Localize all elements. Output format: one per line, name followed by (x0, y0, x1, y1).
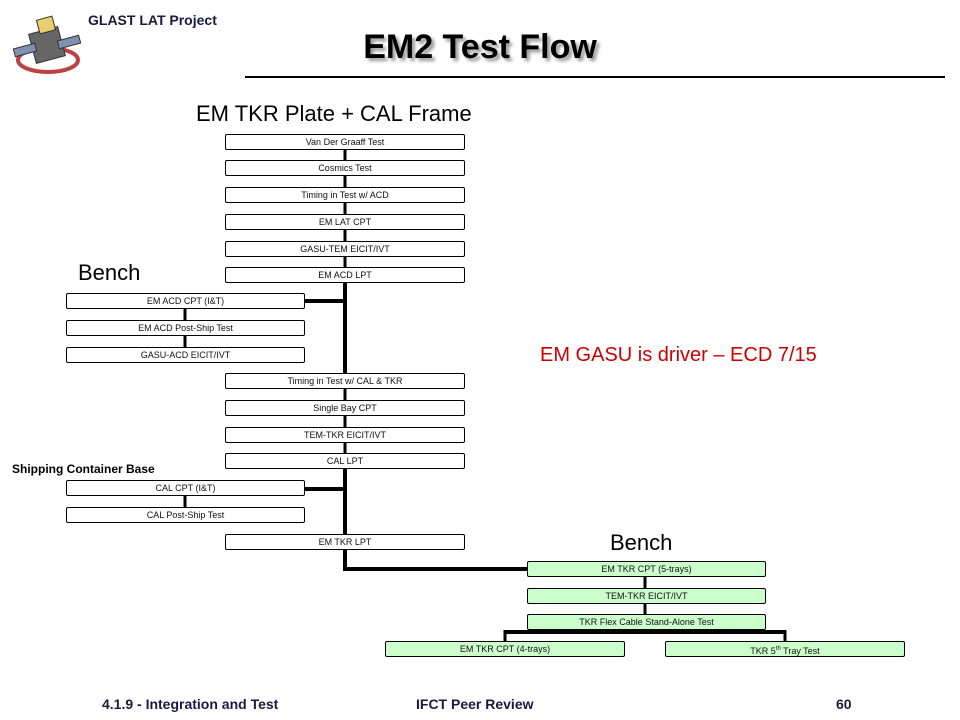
flow-step-timing-acd: Timing in Test w/ ACD (225, 187, 465, 203)
tray-test-superscript: th (775, 646, 781, 652)
bench-label-tkr: Bench (610, 530, 673, 555)
flow-step-em-acd-cpt: EM ACD CPT (I&T) (66, 293, 305, 309)
flow-step-tkr-5th-tray: TKR 5th Tray Test (665, 641, 905, 657)
footer-page-number: 60 (836, 696, 852, 712)
flow-step-tkr-flex-cable: TKR Flex Cable Stand-Alone Test (527, 614, 766, 630)
shipping-container-label: Shipping Container Base (12, 462, 155, 476)
flow-step-em-tkr-cpt-4: EM TKR CPT (4-trays) (385, 641, 625, 657)
flow-step-gasu-acd: GASU-ACD EICIT/IVT (66, 347, 305, 363)
flow-step-timing-cal-tkr: Timing in Test w/ CAL & TKR (225, 373, 465, 389)
flow-step-em-lat-cpt: EM LAT CPT (225, 214, 465, 230)
flow-step-tem-tkr: TEM-TKR EICIT/IVT (225, 427, 465, 443)
flow-step-tem-tkr-bench: TEM-TKR EICIT/IVT (527, 588, 766, 604)
flow-step-cal-lpt: CAL LPT (225, 453, 465, 469)
project-name: GLAST LAT Project (88, 12, 217, 28)
slide-title: EM2 Test Flow (363, 28, 597, 66)
glast-logo (12, 15, 82, 74)
bench-label-acd: Bench (78, 260, 141, 285)
flow-step-em-acd-lpt: EM ACD LPT (225, 267, 465, 283)
flow-step-cal-post-ship: CAL Post-Ship Test (66, 507, 305, 523)
flow-step-em-acd-post-ship: EM ACD Post-Ship Test (66, 320, 305, 336)
flow-step-cal-cpt: CAL CPT (I&T) (66, 480, 305, 496)
flow-step-em-tkr-lpt: EM TKR LPT (225, 534, 465, 550)
plate-section-title: EM TKR Plate + CAL Frame (196, 101, 472, 126)
tray-test-suffix: Tray Test (780, 646, 820, 656)
flow-step-em-tkr-cpt-5: EM TKR CPT (5-trays) (527, 561, 766, 577)
footer-review: IFCT Peer Review (416, 696, 534, 712)
flow-step-cosmics: Cosmics Test (225, 160, 465, 176)
driver-note: EM GASU is driver – ECD 7/15 (540, 344, 817, 366)
flow-step-van-der-graaff: Van Der Graaff Test (225, 134, 465, 150)
flow-step-gasu-tem: GASU-TEM EICIT/IVT (225, 241, 465, 257)
tray-test-prefix: TKR 5 (750, 646, 776, 656)
footer-section: 4.1.9 - Integration and Test (102, 696, 279, 712)
title-rule (245, 76, 945, 78)
flow-step-single-bay-cpt: Single Bay CPT (225, 400, 465, 416)
